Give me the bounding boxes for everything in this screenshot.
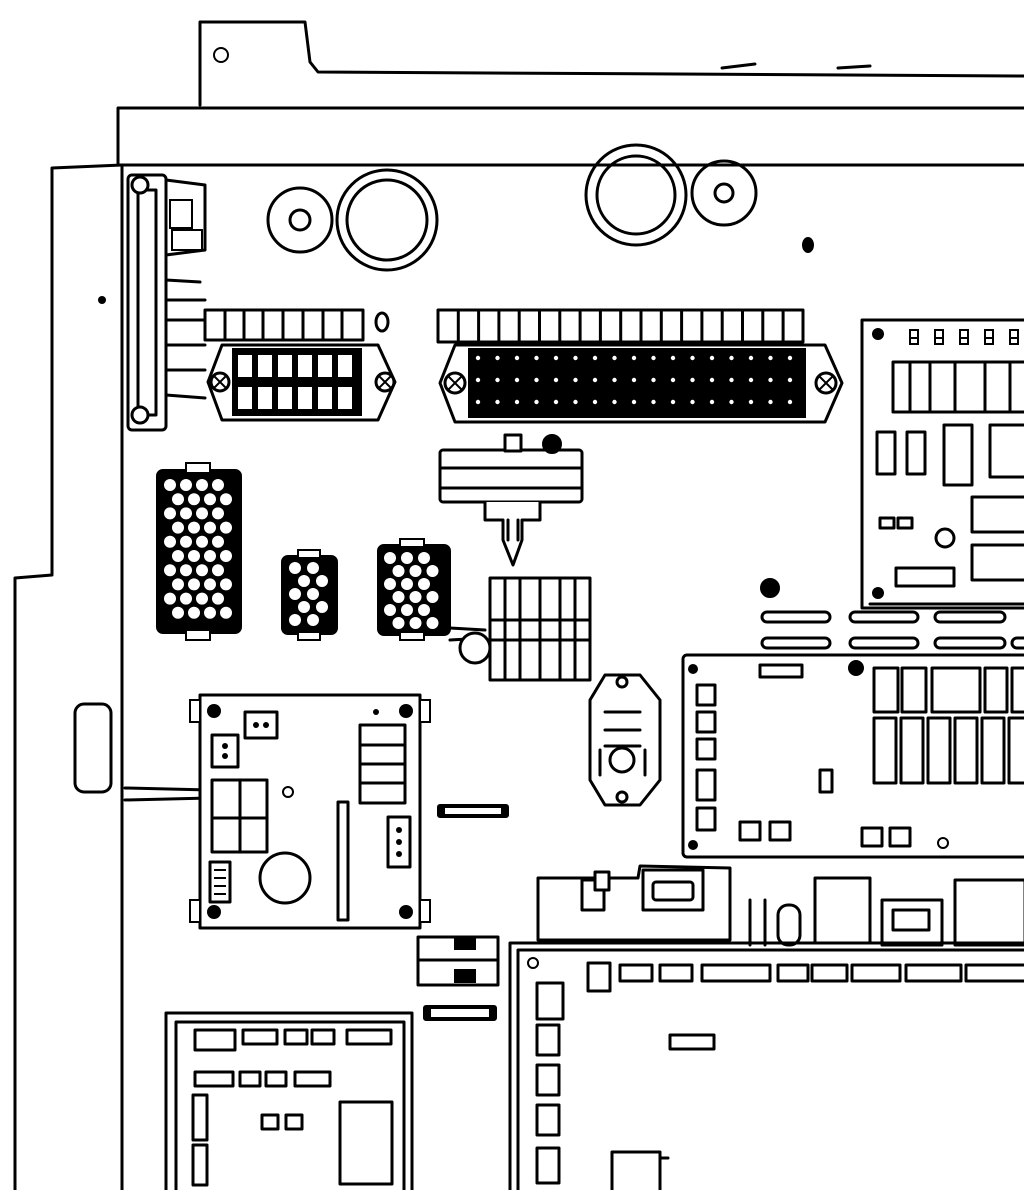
circuit-board-bottom: [508, 941, 1024, 1190]
circuit-board-bottom-left: [164, 1011, 414, 1190]
relay-icon: [438, 433, 584, 567]
side-panel: [13, 163, 212, 1190]
top-rail: [116, 106, 1024, 167]
fuse-icon: [588, 673, 662, 807]
d-sub-connector-icon: [203, 308, 397, 422]
slot-bars: [760, 578, 1024, 650]
capacitor-icon: [448, 576, 592, 682]
mounting-hole-icon: [213, 47, 229, 63]
connector-row: [536, 864, 1024, 947]
mounting-bracket-icon: [198, 20, 1024, 107]
cable-gland-icon: [266, 143, 814, 333]
fuse-bar-icon: [416, 804, 509, 1021]
vertical-connector: [126, 173, 207, 432]
side-handle: [73, 702, 113, 794]
circular-connector-icon: [156, 462, 451, 641]
circuit-board-icon: [189, 693, 431, 930]
circuit-board-upper-right: [860, 318, 1024, 610]
terminal-block-icon: [436, 308, 844, 424]
circuit-board-middle-right: [681, 653, 1024, 859]
